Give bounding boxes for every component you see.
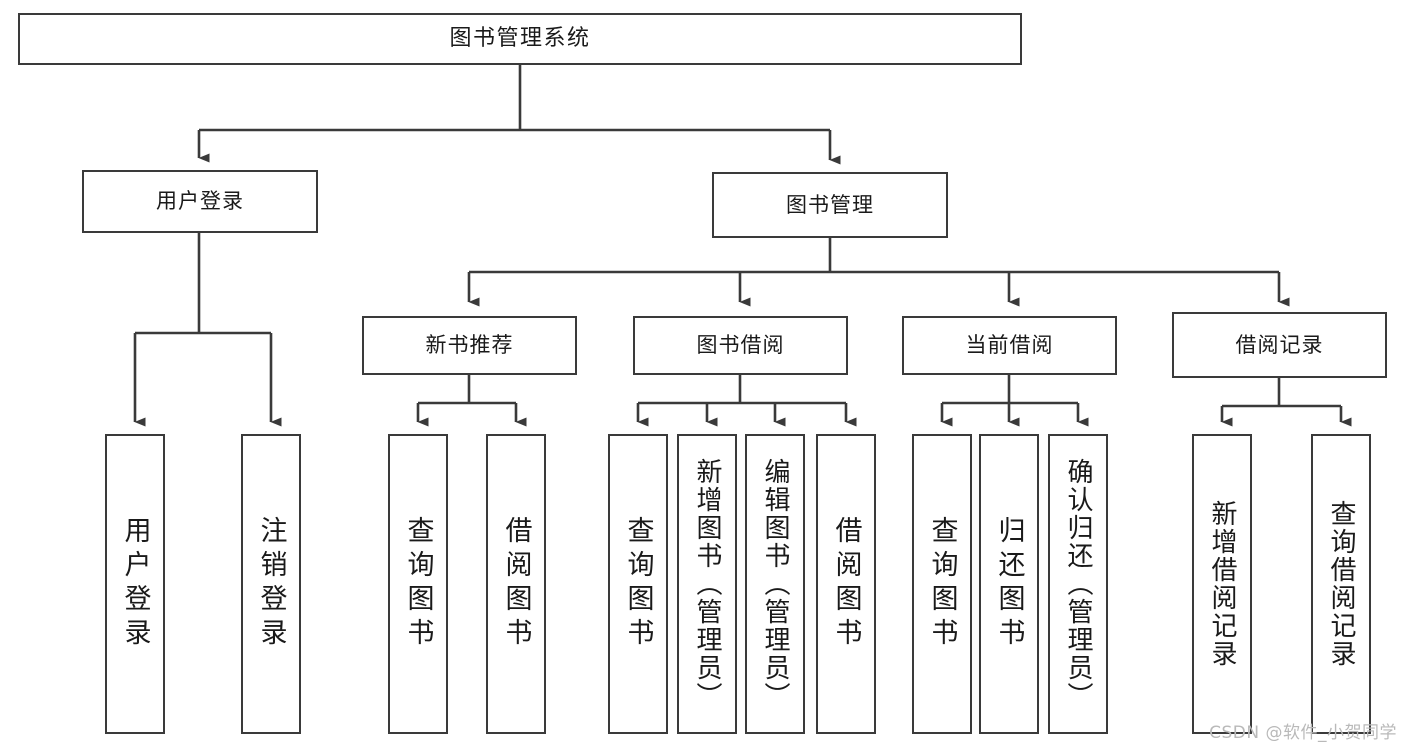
node-label: 编辑图书（管理员） bbox=[760, 458, 790, 710]
node-book-manage[interactable]: 图书管理 bbox=[712, 172, 948, 238]
node-leaf-query-book-3[interactable]: 查询图书 bbox=[912, 434, 972, 734]
node-label: 归还图书 bbox=[993, 516, 1025, 652]
node-label: 用户登录 bbox=[119, 516, 151, 652]
node-label: 图书管理 bbox=[786, 192, 874, 217]
node-user-login[interactable]: 用户登录 bbox=[82, 170, 318, 233]
node-leaf-user-logout[interactable]: 注销登录 bbox=[241, 434, 301, 734]
node-leaf-query-record[interactable]: 查询借阅记录 bbox=[1311, 434, 1371, 734]
node-borrow-record[interactable]: 借阅记录 bbox=[1172, 312, 1387, 378]
node-label: 查询图书 bbox=[402, 516, 434, 652]
node-label: 借阅图书 bbox=[500, 516, 532, 652]
node-new-book-recommend[interactable]: 新书推荐 bbox=[362, 316, 577, 375]
node-label: 新增借阅记录 bbox=[1207, 500, 1237, 668]
node-label: 新增图书（管理员） bbox=[692, 458, 722, 710]
node-book-borrow[interactable]: 图书借阅 bbox=[633, 316, 848, 375]
node-label: 确认归还（管理员） bbox=[1063, 458, 1093, 710]
node-label: 注销登录 bbox=[255, 516, 287, 652]
node-leaf-add-book[interactable]: 新增图书（管理员） bbox=[677, 434, 737, 734]
node-label: 查询借阅记录 bbox=[1326, 500, 1356, 668]
node-current-borrow[interactable]: 当前借阅 bbox=[902, 316, 1117, 375]
node-root-system[interactable]: 图书管理系统 bbox=[18, 13, 1022, 65]
node-label: 用户登录 bbox=[156, 189, 244, 214]
node-leaf-borrow-book-2[interactable]: 借阅图书 bbox=[816, 434, 876, 734]
node-label: 借阅记录 bbox=[1235, 332, 1324, 357]
node-label: 新书推荐 bbox=[425, 333, 514, 358]
node-label: 查询图书 bbox=[622, 516, 654, 652]
node-leaf-return-book[interactable]: 归还图书 bbox=[979, 434, 1039, 734]
node-leaf-borrow-book-1[interactable]: 借阅图书 bbox=[486, 434, 546, 734]
node-leaf-user-login[interactable]: 用户登录 bbox=[105, 434, 165, 734]
node-label: 借阅图书 bbox=[830, 516, 862, 652]
node-leaf-add-record[interactable]: 新增借阅记录 bbox=[1192, 434, 1252, 734]
node-leaf-query-book-2[interactable]: 查询图书 bbox=[608, 434, 668, 734]
node-label: 当前借阅 bbox=[965, 333, 1054, 358]
node-leaf-edit-book[interactable]: 编辑图书（管理员） bbox=[745, 434, 805, 734]
node-label: 图书管理系统 bbox=[449, 26, 591, 52]
node-label: 图书借阅 bbox=[696, 333, 785, 358]
node-label: 查询图书 bbox=[926, 516, 958, 652]
node-leaf-confirm-return[interactable]: 确认归还（管理员） bbox=[1048, 434, 1108, 734]
node-leaf-query-book-1[interactable]: 查询图书 bbox=[388, 434, 448, 734]
